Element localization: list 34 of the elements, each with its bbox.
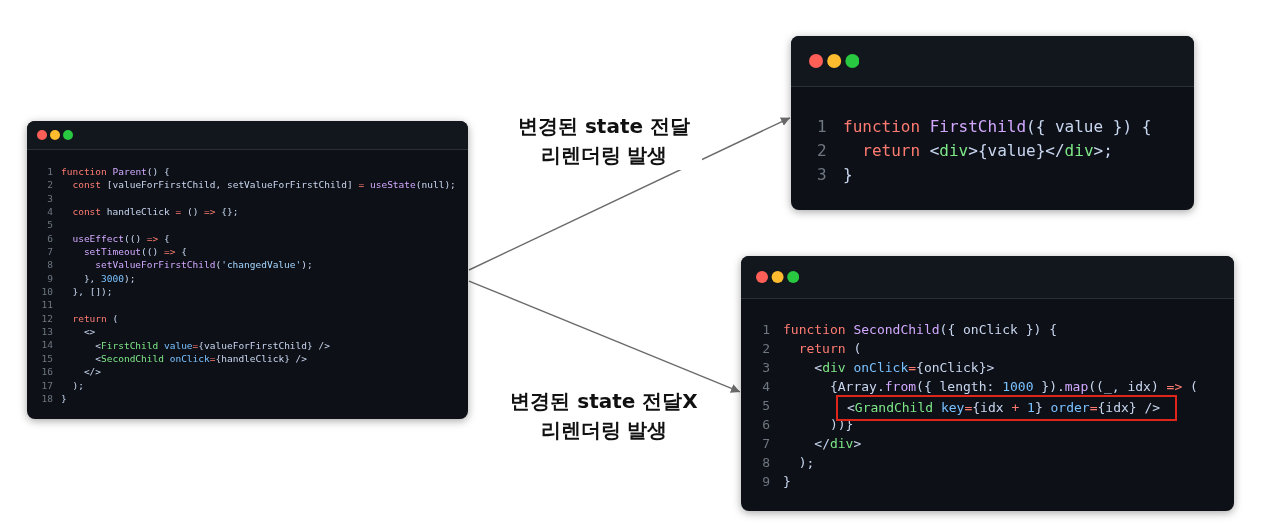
code-line: <SecondChild onClick={handleClick} /> <box>95 351 308 366</box>
code-window <box>27 121 468 419</box>
code-line: return ( <box>72 311 119 326</box>
arrow <box>468 117 791 271</box>
code-line: ); <box>72 378 84 392</box>
code-line: } <box>783 473 791 492</box>
line-numbers: 1 2 3 <box>816 116 827 186</box>
code-window <box>791 36 1194 210</box>
arrow <box>468 280 741 393</box>
code-line: }, 3000); <box>83 271 136 286</box>
code-line: const [valueForFirstChild, setValueForFirstChild] = useState(null); <box>72 178 456 192</box>
code-line: useEffect(() => { <box>72 231 170 246</box>
code-line: {Array.from({ length: 1000 }).map((_, idx) => ( <box>829 377 1198 396</box>
code-line: <div onClick={onClick}> <box>814 358 995 377</box>
code-line: setValueForFirstChild('changedValue'); <box>95 258 313 272</box>
code-line: ); <box>798 454 815 473</box>
code-line: function Parent() { <box>61 165 170 179</box>
code-line: return ( <box>798 339 862 358</box>
line-numbers: 1 2 3 4 5 6 7 8 9 10 11 12 13 14 15 16 17 18 <box>41 165 53 406</box>
highlight-box: <GrandChild key={idx + 1} order={idx} /> <box>836 395 1177 421</box>
code-window <box>741 256 1234 511</box>
line-numbers: 1 2 3 4 5 6 7 8 9 <box>761 320 771 492</box>
code-line: <> <box>83 325 96 339</box>
code-line: function FirstChild({ value }) { <box>843 116 1152 138</box>
code-line: setTimeout(() => { <box>83 245 187 259</box>
code-line: </> <box>83 365 102 379</box>
code-line: </div> <box>814 435 862 454</box>
code-line: return <div>{value}</div>; <box>862 140 1113 162</box>
code-line: }, []); <box>72 285 113 299</box>
code-line: function SecondChild({ onClick }) { <box>783 320 1057 339</box>
code-line: const handleClick = () => {}; <box>72 205 239 219</box>
code-line: } <box>843 164 853 186</box>
code-line: <FirstChild value={valueForFirstChild} /> <box>95 338 330 352</box>
code-line: } <box>61 391 67 406</box>
